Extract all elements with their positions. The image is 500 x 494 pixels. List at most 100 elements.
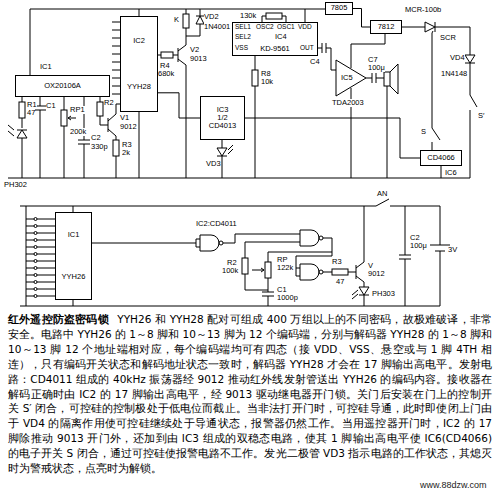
part-label: 1000p [277,294,298,302]
chip-label: KD-9561 [260,45,290,53]
wire-or-symbol [265,262,271,278]
part-label: 100k [222,267,238,275]
wire-or-symbol [112,94,120,95]
part-label: OSC2 [256,24,274,31]
part-label: C2 [410,234,420,242]
wire-or-symbol [158,9,186,178]
part-label: VSS [235,45,248,52]
wire-or-symbol [112,30,120,31]
part-label: 100μ [368,64,385,72]
wire-or-symbol [8,97,27,178]
wire-or-symbol [399,206,411,306]
wire-or-symbol [112,86,120,87]
wire-or-symbol [97,102,103,116]
description-text: 红外遥控防盗密码锁YYH26 和 YYH28 配对可组成 400 万组以上的不同… [8,312,492,476]
part-label: C4 [310,58,320,66]
part-label: OUT [300,45,314,52]
part-label: 200k [70,128,86,136]
chip-label: 1/2 CD4013 [207,114,239,131]
wire-or-symbol [161,52,173,58]
wire-or-symbol [26,296,55,297]
wire-or-symbol [242,258,248,274]
wire-connector [353,9,370,28]
part-label: 680k [158,70,174,78]
wire-or-symbol [20,199,450,306]
wire-or-symbol [34,288,37,291]
wire-or-symbol [217,140,233,178]
part-label: SCR [440,34,456,42]
part-label: SEL1 [235,24,251,31]
part-label: R3 [122,141,132,149]
wire-or-symbol [112,22,120,23]
wire-connector [158,93,200,118]
watermark: www.88dzw.com [420,481,487,490]
wire-or-symbol [108,104,120,178]
part-label: R4 [160,62,170,70]
wire-or-symbol [352,206,369,306]
part-label: VDD [298,24,312,31]
part-label: IC2:CD4011 [196,220,237,228]
part-label: 9012 [120,123,137,131]
wire-or-symbol [319,270,323,274]
part-label: TDA2003 [332,99,364,107]
part-label: 330p [91,143,108,151]
part-label: RP1 [70,106,85,114]
part-label: 3V [448,246,457,254]
ic-box: OX20106A [15,75,110,97]
part-label: 2k [122,149,130,157]
chip-label: OX20106A [44,82,81,90]
wire-or-symbol [26,268,55,269]
part-label: V [368,262,373,270]
part-label: R3 [332,258,342,266]
part-label: 47 [27,109,35,117]
wire-or-symbol [323,272,356,273]
wire-or-symbol [34,253,37,256]
wire-or-symbol [183,14,189,28]
wire-or-symbol [26,275,55,276]
wire-or-symbol [26,247,55,248]
ic-box: IC2YYH28 [120,16,158,112]
part-label: 130k [240,12,256,20]
wire-or-symbol [384,72,390,86]
part-label: PH302 [4,181,27,189]
caption: YYH26 和 YYH28 配对可组成 400 万组以上的不同密码，故极难破译，… [8,313,492,474]
wire-or-symbol [34,295,37,298]
wire-or-symbol [26,289,55,290]
wire-or-symbol [34,225,37,228]
transmitter-circuit [20,199,450,306]
part-label: IC4 [275,33,287,41]
wire-or-symbol [366,64,398,178]
wire-or-symbol [255,56,256,178]
wire-or-symbol [26,233,55,234]
chip-label: IC1 [68,231,80,239]
part-label: S′ [478,112,484,120]
part-label: 9012 [368,270,385,278]
wire-or-symbol [186,9,204,36]
wire-or-symbol [402,22,470,150]
part-label: 1N4001 [204,23,230,31]
wire-or-symbol [34,246,37,249]
receiver-circuit [8,9,477,178]
wire-or-symbol [223,234,300,290]
wire-or-symbol [26,219,55,220]
part-label: R8 [261,70,271,78]
wire-or-symbol [200,235,219,251]
wire-or-symbol [252,70,258,86]
wire-or-symbol [26,240,55,241]
part-label: IC1 [40,63,52,71]
wire-or-symbol [318,43,336,70]
wire-or-symbol [34,239,37,242]
wire-or-symbol [112,78,120,79]
part-label: R1 [27,101,37,109]
wire-or-symbol [113,140,119,156]
part-label: 10k [261,78,273,86]
wire-or-symbol [332,269,348,275]
wire-or-symbol [300,264,319,280]
part-label: RP [277,256,287,264]
part-label: 9013 [190,55,207,63]
wire-or-symbol [26,261,55,262]
part-label: SEL2 [235,34,251,41]
ic-box: CD4066 [420,150,462,166]
ic-box: IC31/2 CD4013 [200,96,245,140]
wire-or-symbol [34,260,37,263]
